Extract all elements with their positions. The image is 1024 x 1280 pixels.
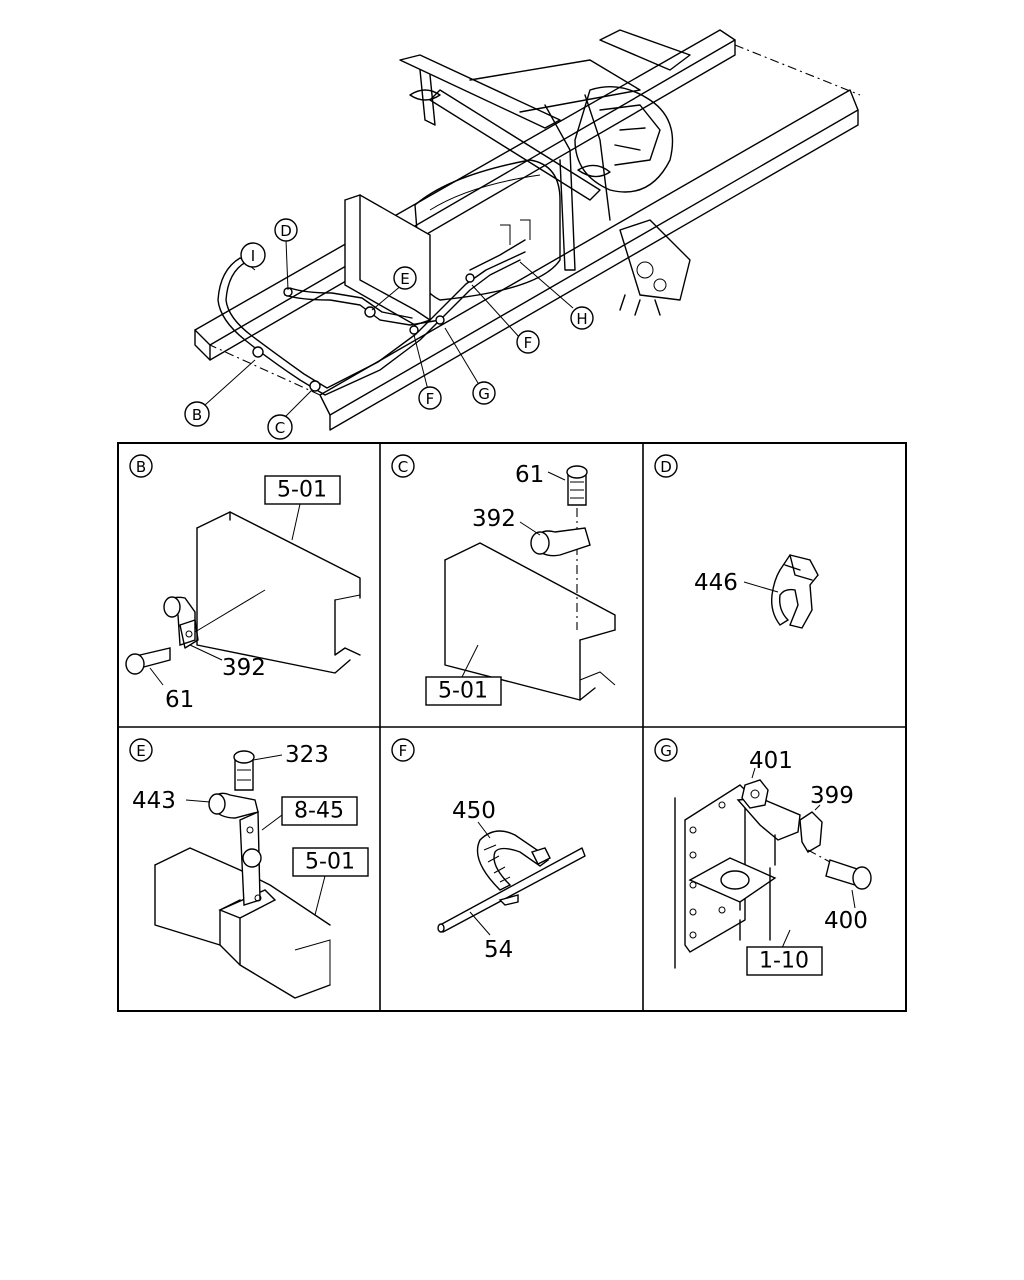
panel-G-id: G <box>654 738 678 762</box>
svg-text:B: B <box>192 406 202 424</box>
panel-C-id: C <box>391 454 415 478</box>
callout-C: C <box>267 414 293 440</box>
svg-text:C: C <box>398 458 408 476</box>
part-54: 54 <box>484 937 513 963</box>
callout-E: E <box>393 266 417 290</box>
panel-G: G <box>654 738 872 969</box>
panel-E: E <box>129 738 331 999</box>
chassis-overview <box>194 29 861 431</box>
callout-I: I <box>240 242 266 268</box>
svg-text:5-01: 5-01 <box>277 478 327 503</box>
panel-F: F <box>391 738 586 936</box>
panel-E-ref-5-01: 5-01 <box>292 847 369 916</box>
panel-B-id: B <box>129 454 153 478</box>
part-61: 61 <box>165 687 194 713</box>
callout-G: G <box>472 381 496 405</box>
svg-text:D: D <box>660 458 672 476</box>
svg-text:F: F <box>426 390 435 408</box>
svg-text:H: H <box>576 310 587 328</box>
part-446: 446 <box>694 570 738 596</box>
part-443: 443 <box>132 788 176 814</box>
svg-text:E: E <box>136 742 145 760</box>
callout-H: H <box>570 306 594 330</box>
svg-text:F: F <box>524 334 533 352</box>
callout-F-lower: F <box>418 386 442 410</box>
svg-text:1-10: 1-10 <box>759 949 809 974</box>
panel-G-ref-1-10: 1-10 <box>746 946 823 976</box>
part-401: 401 <box>749 748 793 774</box>
part-399: 399 <box>810 783 854 809</box>
detail-grid <box>117 442 907 1012</box>
svg-text:F: F <box>399 742 408 760</box>
svg-text:5-01: 5-01 <box>438 679 488 704</box>
panel-C-ref-5-01: 5-01 <box>425 644 502 706</box>
part-392: 392 <box>222 655 266 681</box>
part-61-c: 61 <box>515 462 544 488</box>
part-392-c: 392 <box>472 506 516 532</box>
svg-text:G: G <box>660 742 672 760</box>
svg-text:I: I <box>251 247 255 265</box>
svg-text:8-45: 8-45 <box>294 799 344 824</box>
svg-text:B: B <box>136 458 146 476</box>
svg-text:E: E <box>400 270 409 288</box>
svg-text:5-01: 5-01 <box>305 850 355 875</box>
panel-B-ref-5-01: 5-01 <box>264 475 341 541</box>
svg-text:G: G <box>478 385 490 403</box>
callout-B: B <box>184 401 210 427</box>
part-323: 323 <box>285 742 329 768</box>
svg-text:D: D <box>280 222 292 240</box>
panel-D: D <box>654 454 819 629</box>
panel-C: C <box>391 454 616 701</box>
callout-D: D <box>274 218 298 242</box>
svg-text:C: C <box>275 419 285 437</box>
part-450: 450 <box>452 798 496 824</box>
part-400: 400 <box>824 908 868 934</box>
panel-B: B <box>125 454 361 686</box>
panel-E-id: E <box>129 738 153 762</box>
panel-E-ref-8-45: 8-45 <box>281 796 358 826</box>
callout-F-upper: F <box>516 330 540 354</box>
panel-D-id: D <box>654 454 678 478</box>
panel-F-id: F <box>391 738 415 762</box>
